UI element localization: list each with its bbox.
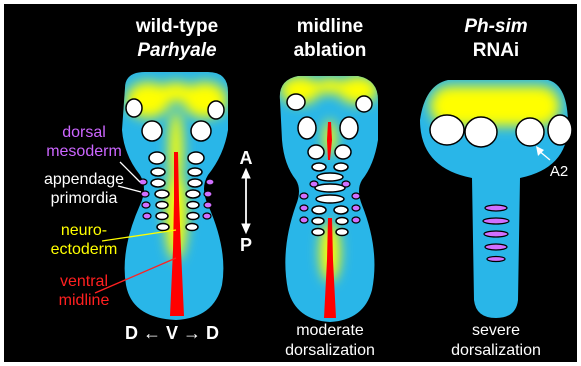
title-wildtype-line1: wild-type bbox=[135, 16, 218, 37]
label-appendage: appendage bbox=[44, 171, 124, 188]
column-titles: wild-type Parhyale midline ablation Ph-s… bbox=[135, 16, 528, 61]
caption-ablation-line1: moderate bbox=[296, 322, 364, 339]
embryo-phsim-rnai bbox=[420, 80, 572, 318]
title-rnai-line1: Ph-sim bbox=[464, 16, 527, 37]
axis-label-anterior: A bbox=[240, 148, 253, 168]
label-ventral-midline: ventral bbox=[60, 273, 108, 290]
column-captions: moderate dorsalization severe dorsalizat… bbox=[285, 322, 541, 359]
axis-label-posterior: P bbox=[240, 235, 252, 255]
caption-rnai-line1: severe bbox=[472, 322, 520, 339]
dv-axis-label: D ← V → D bbox=[125, 323, 219, 343]
caption-ablation-line2: dorsalization bbox=[285, 342, 375, 359]
title-ablation-line2: ablation bbox=[294, 40, 367, 61]
title-rnai-line2: RNAi bbox=[473, 40, 519, 61]
label-neuroectoderm-2: ectoderm bbox=[51, 241, 118, 258]
label-dorsal-mesoderm: dorsal bbox=[62, 124, 106, 141]
label-dorsal-mesoderm-2: mesoderm bbox=[46, 143, 122, 160]
label-a2: A2 bbox=[550, 163, 568, 180]
region-labels: dorsal mesoderm appendage primordia neur… bbox=[44, 124, 124, 309]
label-ventral-midline-2: midline bbox=[59, 292, 110, 309]
embryo-wildtype bbox=[122, 72, 228, 320]
label-neuroectoderm: neuro- bbox=[61, 222, 107, 239]
title-wildtype-line2: Parhyale bbox=[137, 40, 217, 61]
title-ablation-line1: midline bbox=[297, 16, 364, 37]
embryo-midline-ablation bbox=[280, 76, 378, 322]
caption-rnai-line2: dorsalization bbox=[451, 342, 541, 359]
ap-axis-arrow bbox=[242, 169, 250, 233]
label-appendage-2: primordia bbox=[51, 190, 118, 207]
